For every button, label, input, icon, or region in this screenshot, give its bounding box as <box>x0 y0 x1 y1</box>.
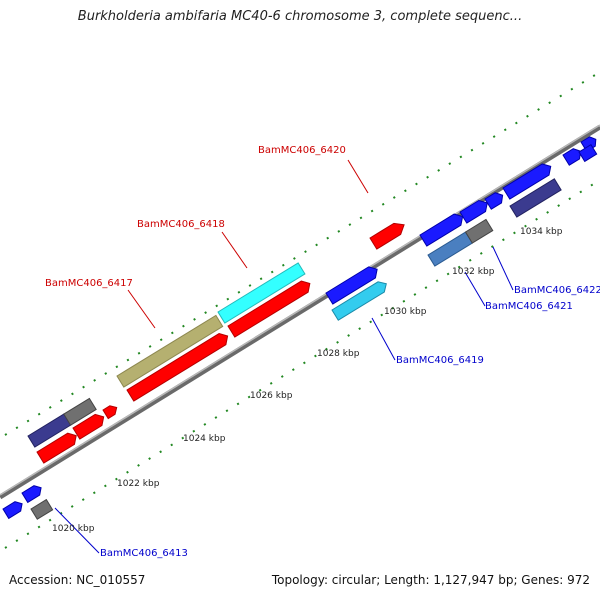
gene-label-6417[interactable]: BamMC406_6417 <box>45 278 133 289</box>
gene-label-6419[interactable]: BamMC406_6419 <box>396 355 484 366</box>
callout-lines <box>54 159 514 554</box>
callout-6421 <box>464 271 486 307</box>
backbone <box>0 124 600 500</box>
scale-label-1022: 1022 kbp <box>117 479 160 489</box>
gene-label-6413[interactable]: BamMC406_6413 <box>100 548 188 559</box>
scale-label-1034: 1034 kbp <box>520 227 563 237</box>
callout-6419 <box>371 317 396 361</box>
gene-blue-upper-a[interactable] <box>419 211 466 247</box>
gene-blue-upper-b[interactable] <box>459 197 491 224</box>
gene-lower-blue-edge[interactable] <box>578 143 598 163</box>
accession-text: Accession: NC_010557 <box>9 573 146 587</box>
gene-small-blue-1[interactable] <box>21 483 44 504</box>
gene-lower-red-1[interactable] <box>36 430 80 464</box>
gene-blue-upper-e[interactable] <box>562 146 584 166</box>
scale-track-inner <box>4 71 600 436</box>
callout-6417 <box>127 289 156 329</box>
gene-6417-khaki[interactable] <box>116 314 224 388</box>
gene-lower-navy[interactable] <box>509 178 562 218</box>
callout-6413 <box>54 507 100 554</box>
scale-label-1026: 1026 kbp <box>250 391 293 401</box>
gene-6418-cyan[interactable] <box>217 262 306 324</box>
scale-label-1032: 1032 kbp <box>452 267 495 277</box>
gene-lower-red-2[interactable] <box>72 411 107 440</box>
scale-track-outer <box>4 179 600 549</box>
genes[interactable] <box>2 135 599 520</box>
callout-6422 <box>492 246 514 291</box>
callout-6418 <box>221 231 248 269</box>
scale-label-1020: 1020 kbp <box>52 524 95 534</box>
gene-6422-gray[interactable] <box>464 218 494 244</box>
gene-blue-upper-d[interactable] <box>502 161 554 200</box>
scale-label-1028: 1028 kbp <box>317 349 360 359</box>
gene-lower-blue-1[interactable] <box>325 264 381 305</box>
topology-summary: Topology: circular; Length: 1,127,947 bp… <box>271 573 590 587</box>
callout-6420 <box>347 159 369 194</box>
gene-blue-upper-c[interactable] <box>484 190 506 210</box>
gene-label-6418[interactable]: BamMC406_6418 <box>137 219 225 230</box>
gene-upper-gray[interactable] <box>63 397 97 426</box>
map-title: Burkholderia ambifaria MC40-6 chromosome… <box>77 9 523 24</box>
gene-label-6422[interactable]: BamMC406_6422 <box>514 285 600 296</box>
gene-label-6420[interactable]: BamMC406_6420 <box>258 145 346 156</box>
gene-lower-blue-small[interactable] <box>2 499 25 520</box>
gene-6419-cyan[interactable] <box>331 279 389 321</box>
gene-lower-red-5[interactable] <box>227 278 313 338</box>
scale-label-1030: 1030 kbp <box>384 307 427 317</box>
gene-6420-red[interactable] <box>369 219 407 250</box>
gene-lower-gray-small[interactable] <box>30 498 54 520</box>
gene-lower-red-3[interactable] <box>102 403 119 420</box>
gene-label-6421[interactable]: BamMC406_6421 <box>485 301 573 312</box>
scale-label-1024: 1024 kbp <box>183 434 226 444</box>
gene-lower-red-long[interactable] <box>126 330 231 402</box>
